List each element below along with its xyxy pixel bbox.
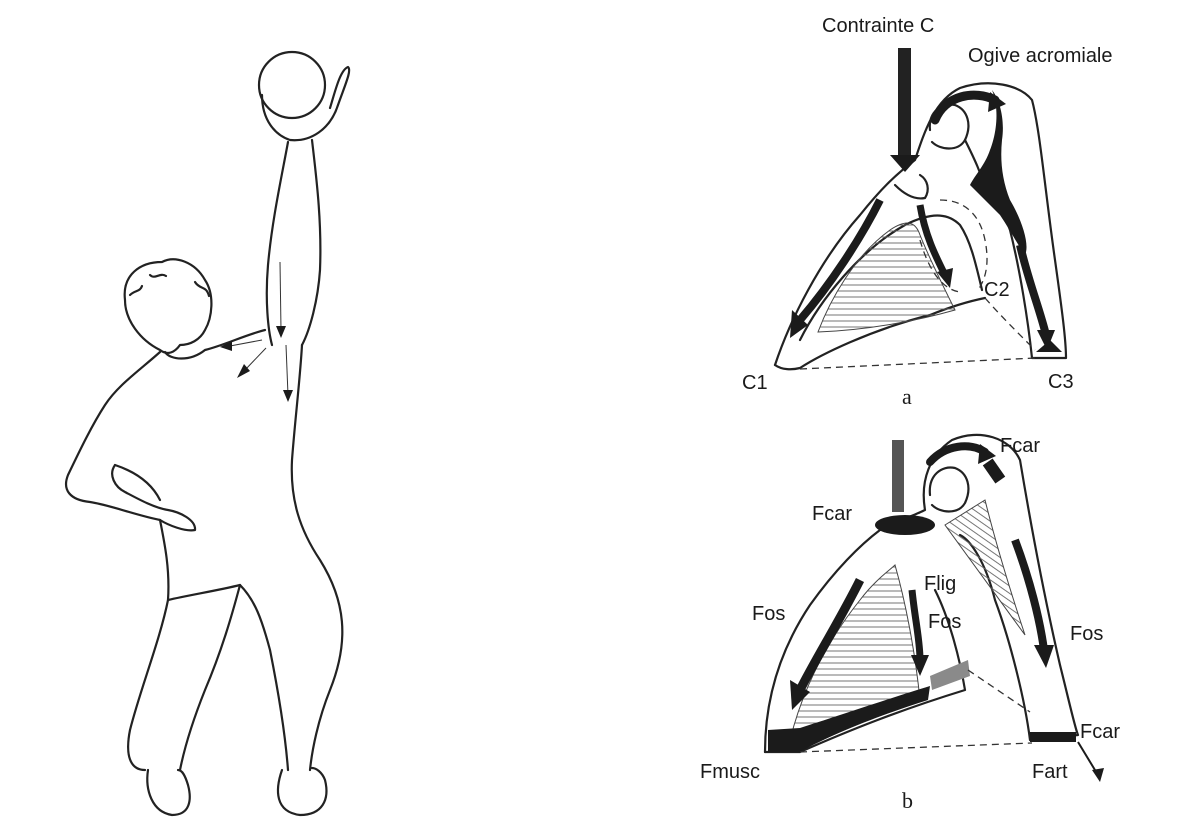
hand (262, 67, 349, 140)
ball (259, 52, 325, 118)
panel-b-letter: b (902, 788, 913, 813)
label-fos-left: Fos (752, 603, 785, 625)
label-ogive: Ogive acromiale (968, 45, 1113, 67)
label-fcar-bottom: Fcar (1080, 721, 1120, 743)
left-foot (147, 770, 189, 815)
raised-arm (267, 142, 288, 345)
acromion-band-a (970, 90, 1027, 255)
label-fcar-left: Fcar (812, 503, 852, 525)
panel-a-letter: a (902, 384, 912, 409)
label-contrainte: Contrainte C (822, 15, 934, 37)
torso (66, 352, 160, 520)
right-foot (278, 768, 326, 815)
label-fos-right: Fos (1070, 623, 1103, 645)
panel-b: Fcar Fcar Flig Fos Fos Fos Fcar Fmusc Fa… (700, 435, 1120, 813)
label-fcar-top: Fcar (1000, 435, 1040, 457)
label-fart: Fart (1032, 761, 1068, 783)
hatched-fossa-a (818, 223, 955, 332)
thrower-figure (66, 52, 349, 815)
label-flig: Flig (924, 573, 956, 595)
head (125, 259, 212, 353)
label-fos-middle: Fos (928, 611, 961, 633)
label-fmusc: Fmusc (700, 761, 760, 783)
label-c2: C2 (984, 279, 1010, 301)
panel-a: Contrainte C Ogive acromiale C1 C2 C3 a (742, 15, 1113, 409)
hip-hand (112, 465, 195, 530)
label-c1: C1 (742, 372, 768, 394)
label-c3: C3 (1048, 371, 1074, 393)
scapula-outline-a (775, 83, 1066, 365)
